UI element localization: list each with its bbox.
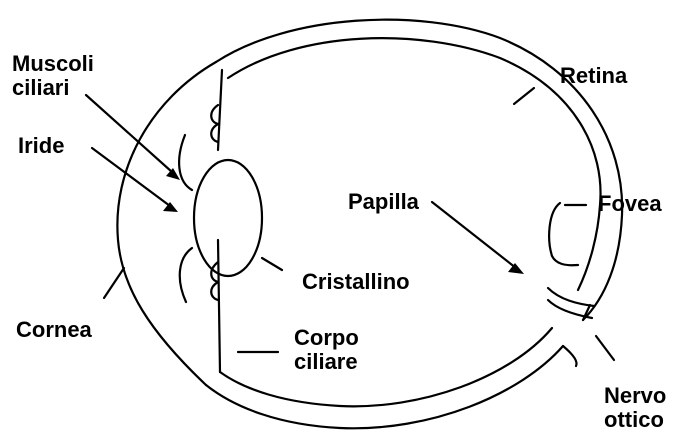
ciliary-lower	[218, 240, 220, 372]
label-nervo-ottico: Nervo ottico	[604, 384, 666, 432]
retina-inner	[228, 38, 601, 290]
arrow-retina-line	[514, 88, 534, 104]
label-fovea: Fovea	[598, 192, 662, 216]
label-muscoli-line2: ciliari	[12, 76, 94, 100]
iris-lower	[180, 248, 192, 302]
label-corpo-line1: Corpo	[294, 326, 359, 350]
sclera-outer-bottom	[206, 346, 563, 428]
ciliary-upper	[218, 70, 222, 150]
label-cristallino: Cristallino	[302, 270, 410, 294]
label-corpo-line2: ciliare	[294, 350, 359, 374]
label-muscoli-line1: Muscoli	[12, 52, 94, 76]
arrow-cristallino-line	[262, 258, 282, 270]
label-muscoli-ciliari: Muscoli ciliari	[12, 52, 94, 100]
retina-inner-bottom	[220, 328, 552, 406]
iris-upper	[179, 135, 192, 190]
arrow-cornea-line	[104, 268, 124, 298]
label-nervo-line1: Nervo	[604, 384, 666, 408]
optic-nerve-base	[563, 346, 577, 366]
label-cornea: Cornea	[16, 318, 92, 342]
arrow-nervo-line	[596, 336, 614, 360]
label-papilla: Papilla	[348, 190, 419, 214]
ciliary-folds-upper	[211, 105, 218, 142]
lens	[194, 160, 262, 276]
label-corpo-ciliare: Corpo ciliare	[294, 326, 359, 374]
fovea-dip	[549, 203, 578, 265]
label-nervo-line2: ottico	[604, 408, 666, 432]
ciliary-folds-lower	[211, 262, 218, 300]
cornea	[117, 62, 216, 385]
label-retina: Retina	[560, 64, 627, 88]
arrow-papilla-line	[432, 202, 516, 268]
optic-nerve-upper	[548, 288, 594, 306]
label-iride: Iride	[18, 134, 64, 158]
